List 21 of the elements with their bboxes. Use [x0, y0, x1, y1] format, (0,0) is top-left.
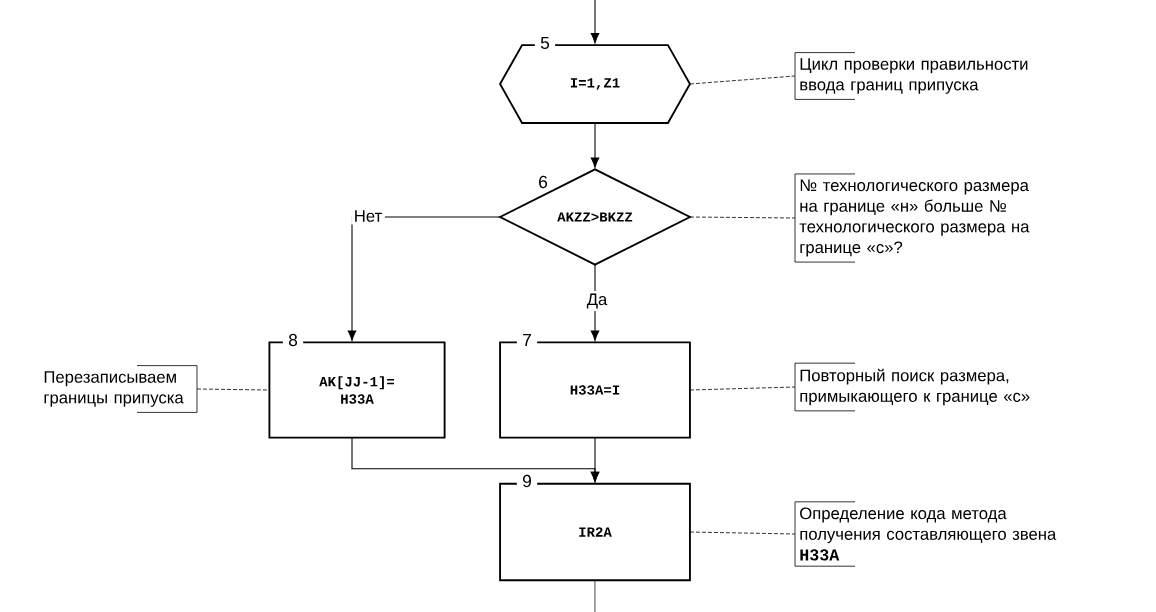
arrow	[347, 216, 501, 341]
arrow	[590, 0, 600, 44]
comment-bracket: Цикл проверки правильности ввода границ припуска	[794, 52, 1028, 100]
leader-line	[689, 75, 796, 85]
block-number: 6	[532, 174, 554, 190]
comment-bracket: Повторный поиск размера, примыкающего к границе «с»	[794, 362, 1030, 412]
arrow	[351, 437, 600, 483]
comment-bracket: Перезаписываем границы припуска	[44, 365, 198, 413]
edge-label: Нет	[351, 207, 385, 225]
block-number: 7	[516, 332, 538, 348]
leader-line	[196, 388, 270, 391]
leader-line	[689, 386, 796, 391]
edge-label: Да	[584, 290, 610, 312]
comment-bracket: № технологического размера на границе «н» больше № технологического размера на границе «с»?	[794, 173, 1030, 263]
leader-line	[689, 216, 796, 219]
block-number: 8	[282, 332, 304, 348]
arrow	[590, 122, 600, 168]
leader-line	[689, 531, 796, 535]
block-number: 5	[534, 35, 556, 51]
comment-bracket: Определение кода метода получения составляющего звена H33A	[794, 501, 1057, 567]
block-number: 9	[516, 473, 538, 489]
